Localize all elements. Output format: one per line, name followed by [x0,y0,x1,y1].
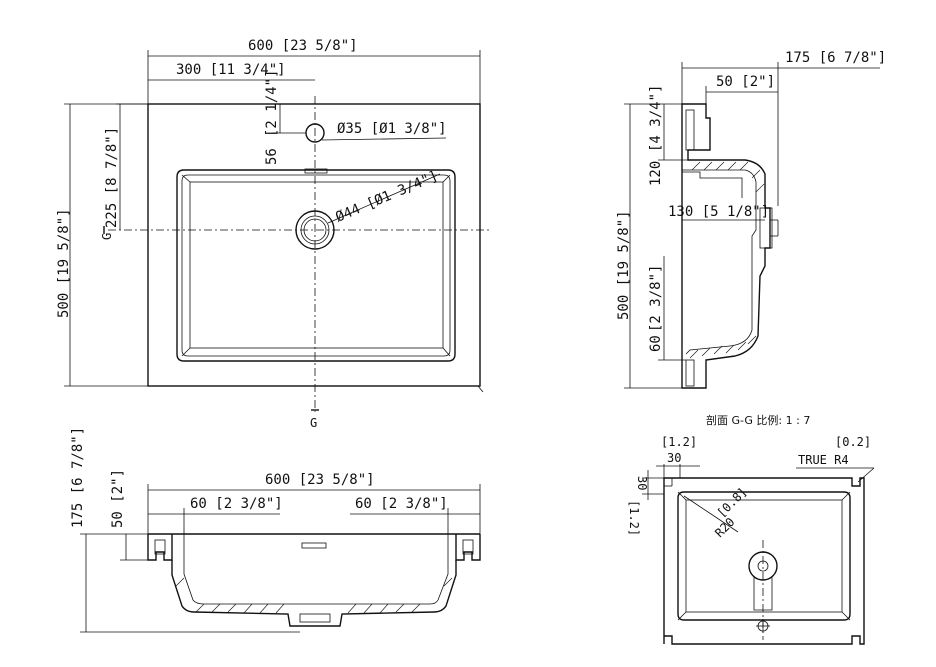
top-width-overall: 600 [23 5/8"] [248,38,358,54]
section-edge-in-vertical: [1.2] [627,500,641,536]
top-width-half: 300 [11 3/4"] [176,62,286,78]
side-deck: 50 [2"] [716,74,775,90]
side-top-offset-in: [4 3/4"] [648,85,664,152]
section-basin-rim [677,491,851,621]
basin-rim [176,169,456,362]
front-left-margin: 60 [2 3/8"] [190,496,283,512]
side-hatch-bottom [689,335,757,359]
top-view-outline [147,103,481,387]
side-bottom-offset-mm: 60 [648,335,664,352]
side-bottom-offset-in: [2 3/8"] [648,265,664,332]
front-total-height: 175 [6 7/8"] [70,427,86,528]
front-deck: 50 [2"] [110,469,126,528]
front-right-margin: 60 [2 3/8"] [355,496,448,512]
section-corner-radius: TRUE R4 [798,453,849,467]
basin-floor [189,181,444,349]
drain-from-top: 225 [8 7/8"] [104,127,120,228]
hole-offset-in: [2 1/4"] [264,70,280,137]
top-view: 600 [23 5/8"] 300 [11 3/4"] [2 1/4"] 56 … [56,38,492,430]
hole-offset-mm: 56 [264,148,280,165]
section-edge-mm-vertical: 30 [635,476,649,490]
section-mark-bottom: G [310,416,317,430]
side-hatch-top [691,161,765,193]
front-view: 600 [23 5/8"] 60 [2 3/8"] 60 [2 3/8"] 17… [70,427,481,633]
top-depth-overall: 500 [19 5/8"] [56,208,72,318]
side-top-offset-mm: 120 [648,161,664,186]
section-inner-radius: R20 [712,515,737,540]
section-title: 剖面 G-G 比例: 1 : 7 [706,413,810,427]
section-edge-in: [1.2] [661,435,697,449]
section-corner-in: [0.2] [835,435,871,449]
tap-hole-label: Ø35 [Ø1 3/8"] [337,121,447,137]
section-mark-left: G [100,233,114,240]
section-inner-in: [0.8] [714,485,749,520]
side-view: 175 [6 7/8"] 50 [2"] [4 3/4"] 120 130 [5… [616,50,886,389]
section-basin-floor [685,499,843,613]
front-bowl-outline [171,560,457,627]
side-depth-overall: 500 [19 5/8"] [616,210,632,320]
front-width-overall: 600 [23 5/8"] [265,472,375,488]
side-total-height: 175 [6 7/8"] [785,50,886,66]
side-profile-outline [681,103,771,389]
section-edge-mm: 30 [667,451,681,465]
side-bowl-depth: 130 [5 1/8"] [668,204,769,220]
section-view: 剖面 G-G 比例: 1 : 7 [1.2] 30 [1.2] 30 [627,413,875,645]
front-hatch [175,577,453,614]
drain-label: Ø44 [Ø1 3/4"] [333,168,440,226]
section-outer [663,477,865,645]
